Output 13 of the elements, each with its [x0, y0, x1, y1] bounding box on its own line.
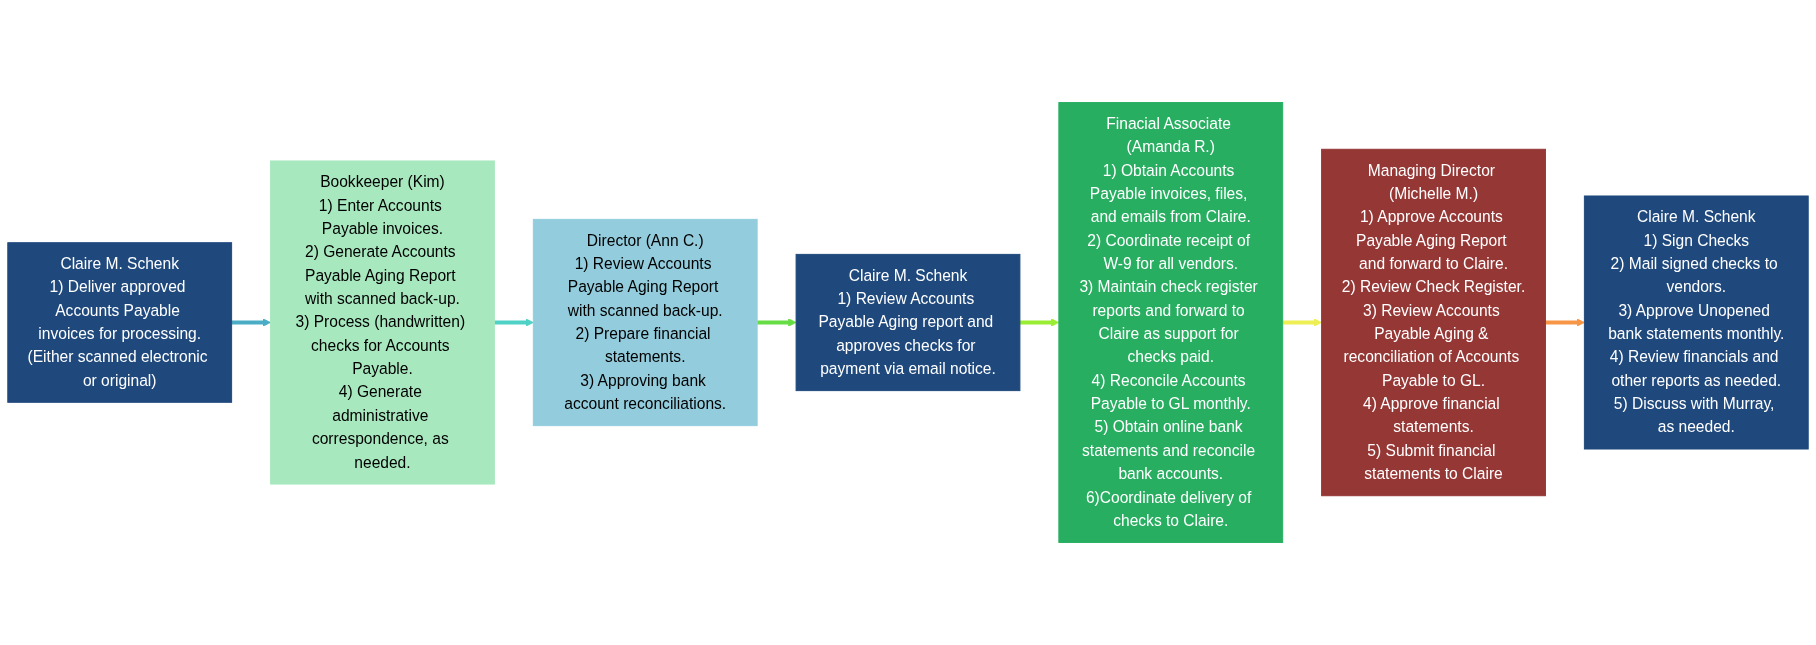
- arrow: [1282, 318, 1322, 327]
- arrow: [757, 318, 797, 327]
- arrow: [1019, 318, 1060, 327]
- node-box: Bookkeeper (Kim) 1) Enter Accounts Payable invoices. 2) Generate Accounts Payable Aging Report with scanned back-up. 3) Process (handwritten) checks for Accounts Payable. 4) Generate administrative correspondence, as needed.: [270, 160, 495, 485]
- node-box: Claire M. Schenk 1) Review Accounts Payable Aging report and approves checks for payment via email notice.: [795, 253, 1021, 392]
- arrow: [231, 318, 271, 327]
- arrow: [1545, 318, 1585, 327]
- arrow: [494, 318, 534, 327]
- node-box: Claire M. Schenk 1) Deliver approved Accounts Payable invoices for processing. (Either scanned electronic or original): [7, 242, 233, 403]
- node-box: Finacial Associate (Amanda R.) 1) Obtain Accounts Payable invoices, files, and emails from Claire. 2) Coordinate receipt of W-9 for all vendors. 3) Maintain check register reports and forward to Claire as support for checks paid. 4) Reconcile Accounts Payable to GL monthly. 5) Obtain online bank statements and reconcile bank accounts. 6)Coordinate delivery of checks to Claire.: [1058, 102, 1284, 543]
- node-box: Director (Ann C.) 1) Review Accounts Payable Aging Report with scanned back-up. 2) Prepare financial statements. 3) Approving bank account reconciliations.: [532, 218, 758, 427]
- node-box: Managing Director (Michelle M.) 1) Approve Accounts Payable Aging Report and forward to Claire. 2) Review Check Register. 3) Review Accounts Payable Aging & reconciliation of Accounts Payable to GL. 4) Approve financial statements. 5) Submit financial statements to Claire: [1321, 148, 1546, 497]
- node-box: Claire M. Schenk 1) Sign Checks 2) Mail signed checks to vendors. 3) Approve Unopened bank statements monthly. 4) Review financials and other reports as needed. 5) Discuss with Murray, as needed.: [1583, 195, 1809, 450]
